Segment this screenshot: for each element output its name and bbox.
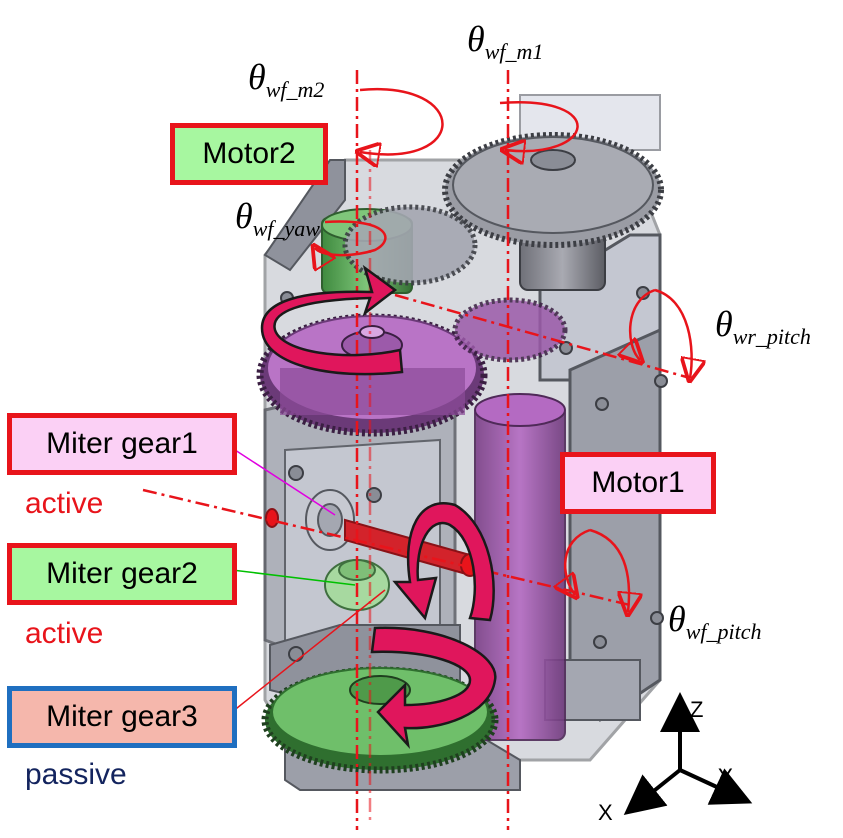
- label-theta-wf-m1: θwf_m1: [467, 19, 544, 64]
- leader-miter-gear2: [231, 569, 356, 586]
- label-theta-wf-m2: θwf_m2: [248, 57, 325, 102]
- mid-grey-gear: [342, 204, 478, 286]
- miter-gear1-body: [305, 489, 355, 551]
- rotation-wf-m1: [500, 101, 579, 151]
- miter-gear2-status: active: [25, 617, 104, 650]
- miter-gear1-status: active: [25, 487, 104, 520]
- purple-back-gear: [452, 297, 568, 363]
- miter-gear3-status: passive: [25, 758, 127, 791]
- axis-x-label: X: [598, 800, 613, 825]
- axis-x-arrow: [623, 768, 682, 815]
- leader-miter-gear1: [231, 447, 336, 516]
- motor2-label: Motor2: [170, 123, 328, 185]
- rotation-indicators: [315, 87, 692, 612]
- miter-gear2-label: Miter gear2: [7, 543, 237, 605]
- large-rotation-arrows: [260, 264, 497, 750]
- axis-y-arrow: [679, 768, 753, 805]
- coordinate-frame: [623, 692, 753, 815]
- motor1-label: Motor1: [560, 452, 716, 514]
- rotation-wr-pitch: [630, 288, 656, 360]
- axis-z-label: Z: [690, 697, 704, 722]
- leader-miter-gear3: [231, 589, 386, 713]
- rotation-wf-pitch: [565, 528, 591, 595]
- yaw-rotation-arrow: [260, 264, 404, 376]
- rotation-wf-pitch-b: [589, 528, 629, 612]
- axis-y-label: Y: [718, 764, 733, 789]
- leader-lines: [231, 447, 386, 713]
- rotation-wf-yaw: [315, 220, 387, 256]
- bottom-rotation-arrow: [370, 626, 497, 750]
- miter-gear1-label: Miter gear1: [7, 413, 237, 475]
- label-theta-wf-pitch: θwf_pitch: [668, 599, 762, 644]
- upper-grey-gear: [442, 132, 664, 248]
- miter-gear3-label: Miter gear3: [7, 686, 237, 748]
- label-theta-wr-pitch: θwr_pitch: [715, 304, 811, 349]
- label-theta-wf-yaw: θwf_yaw: [235, 196, 320, 241]
- pitch-rotation-arrow: [392, 502, 495, 622]
- axis-wf-pitch: [142, 488, 631, 607]
- rotation-wf-m2: [360, 87, 444, 154]
- rotation-wr-pitch-b: [654, 288, 692, 378]
